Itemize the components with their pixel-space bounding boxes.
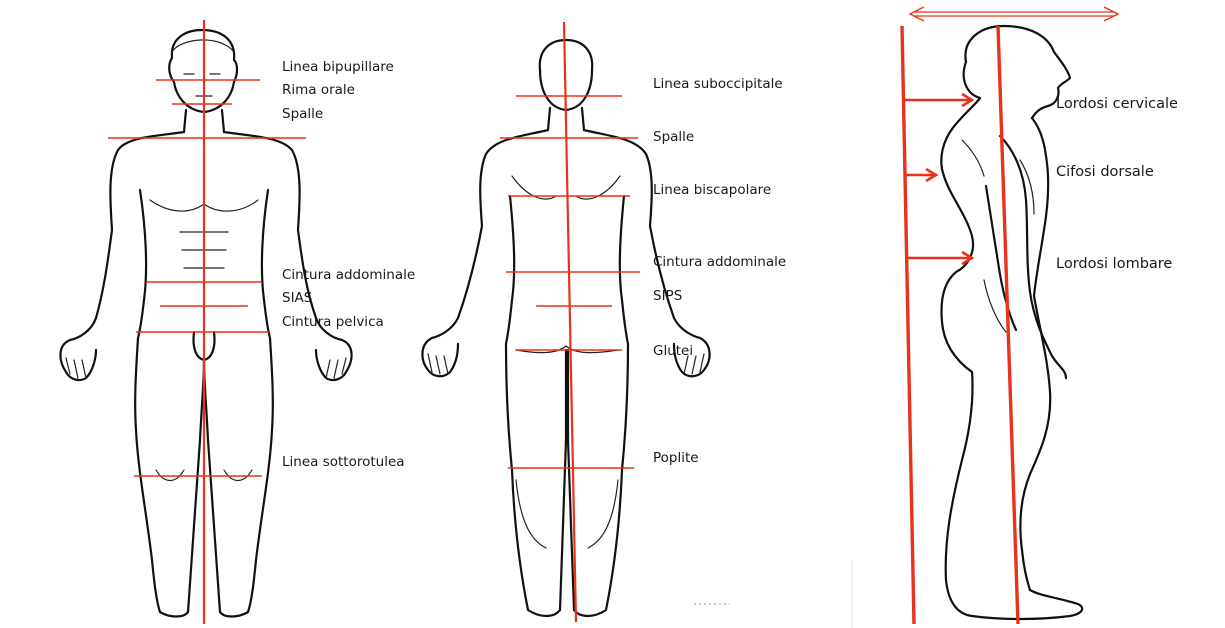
- arrow-cifosi-dorsale: [906, 169, 936, 181]
- back-vertical-axis: [564, 22, 576, 622]
- back-label-cintura-addominale: Cintura addominale: [653, 254, 786, 270]
- back-label-suboccipitale: Linea suboccipitale: [653, 76, 783, 92]
- front-label-rima-orale: Rima orale: [282, 82, 355, 98]
- side-view: Lordosi cervicale Cifosi dorsale Lordosi…: [852, 7, 1178, 628]
- arrow-lordosi-cervicale: [904, 94, 972, 106]
- back-view: Linea suboccipitale Spalle Linea biscapo…: [422, 22, 786, 622]
- front-label-sottorotulea: Linea sottorotulea: [282, 454, 405, 470]
- front-label-sias: SIAS: [282, 290, 312, 306]
- arrow-lordosi-lombare: [906, 252, 972, 264]
- side-label-lordosi-lombare: Lordosi lombare: [1056, 256, 1172, 272]
- top-double-arrow: [910, 7, 1118, 21]
- back-label-spalle: Spalle: [653, 129, 694, 145]
- back-label-sips: SIPS: [653, 288, 682, 304]
- side-label-cifosi-dorsale: Cifosi dorsale: [1056, 164, 1154, 180]
- front-view: Linea bipupillare Rima orale Spalle Cint…: [60, 20, 415, 624]
- side-label-lordosi-cervicale: Lordosi cervicale: [1056, 96, 1178, 112]
- front-label-cintura-pelvica: Cintura pelvica: [282, 314, 384, 330]
- front-label-cintura-addominale: Cintura addominale: [282, 267, 415, 283]
- side-figure: [941, 26, 1082, 619]
- back-label-poplite: Poplite: [653, 450, 699, 466]
- back-label-biscapolare: Linea biscapolare: [653, 182, 771, 198]
- front-label-bipupillare: Linea bipupillare: [282, 59, 394, 75]
- front-label-spalle: Spalle: [282, 106, 323, 122]
- side-plumb-line: [902, 26, 914, 624]
- back-label-glutei: Glutei: [653, 343, 693, 359]
